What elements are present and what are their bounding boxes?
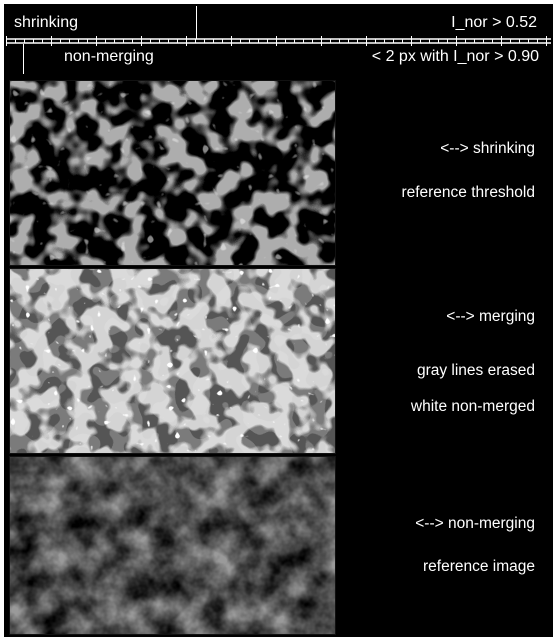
header-bar-bottom: non-merging < 2 px with I_nor > 0.90 bbox=[6, 42, 551, 75]
tick-ruler-bottom bbox=[6, 38, 551, 46]
row1-line1: <--> shrinking bbox=[440, 140, 535, 157]
threshold-panel-image bbox=[9, 80, 336, 266]
header-bar-top: shrinking I_nor > 0.52 bbox=[6, 6, 551, 39]
figure-frame: shrinking I_nor > 0.52 non-merging < 2 p… bbox=[4, 4, 553, 637]
header-left-label: shrinking bbox=[14, 14, 79, 31]
row1-line2: reference threshold bbox=[401, 184, 535, 201]
row3-line2: reference image bbox=[422, 558, 535, 575]
header-sub-divider bbox=[23, 44, 24, 74]
reference-panel-image bbox=[9, 456, 336, 635]
header-sub-left-label: non-merging bbox=[64, 48, 154, 65]
header-right-label: I_nor > 0.52 bbox=[451, 14, 537, 31]
header-divider bbox=[196, 6, 197, 39]
row3-line1: <--> non-merging bbox=[415, 515, 535, 532]
merging-panel-image bbox=[9, 268, 336, 454]
row2-line2: gray lines erased bbox=[416, 362, 535, 379]
row2-line1: <--> merging bbox=[446, 308, 535, 325]
header-sub-right-label: < 2 px with I_nor > 0.90 bbox=[371, 48, 539, 65]
row2-line3: white non-merged bbox=[410, 398, 535, 415]
